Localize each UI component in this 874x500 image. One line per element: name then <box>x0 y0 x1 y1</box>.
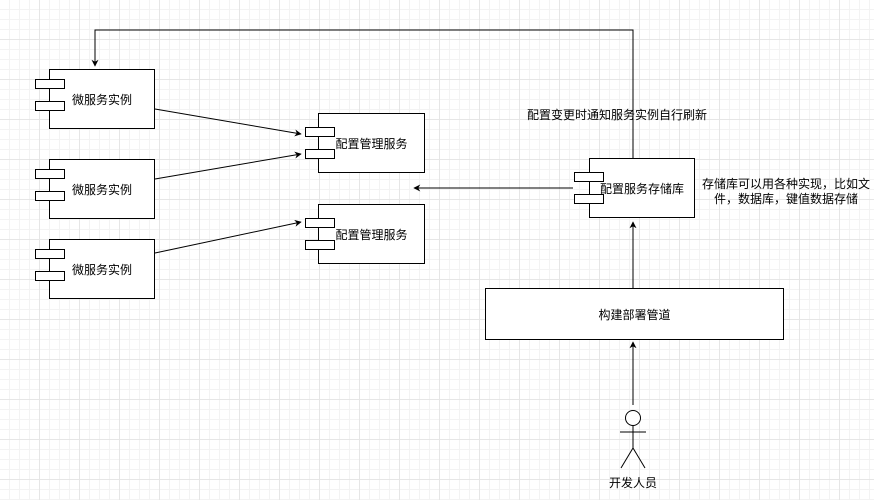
repository-note-line-1: 存储库可以用各种实现，比如文 <box>701 177 870 191</box>
component-tab-icon <box>305 240 335 250</box>
config-service-1-label: 配置管理服务 <box>335 136 408 151</box>
config-service-2[interactable]: 配置管理服务 <box>318 204 425 264</box>
edge-ms3-to-cfg2 <box>154 219 302 254</box>
microservice-instance-3[interactable]: 微服务实例 <box>49 239 155 299</box>
component-tab-icon <box>35 249 65 259</box>
component-tab-icon <box>35 271 65 281</box>
edge-ms2-to-cfg1 <box>154 151 302 180</box>
component-tab-icon <box>35 191 65 201</box>
microservice-instance-2[interactable]: 微服务实例 <box>49 159 155 219</box>
repository-note-line-2: 件，数据库，键值数据存储 <box>713 192 858 206</box>
component-tab-icon <box>574 194 604 204</box>
microservice-instance-3-label: 微服务实例 <box>71 262 132 277</box>
component-tab-icon <box>305 149 335 159</box>
component-tab-icon <box>35 101 65 111</box>
component-tab-icon <box>574 172 604 182</box>
notify-annotation: 配置变更时通知服务实例自行刷新 <box>527 108 708 122</box>
component-tab-icon <box>305 218 335 228</box>
component-tab-icon <box>305 127 335 137</box>
component-tab-icon <box>35 79 65 89</box>
component-tab-icon <box>35 169 65 179</box>
microservice-instance-1[interactable]: 微服务实例 <box>49 69 155 129</box>
build-deploy-pipeline[interactable]: 构建部署管道 <box>485 288 784 340</box>
config-service-1[interactable]: 配置管理服务 <box>318 113 425 173</box>
microservice-instance-2-label: 微服务实例 <box>71 182 132 197</box>
build-deploy-pipeline-label: 构建部署管道 <box>598 307 671 322</box>
edge-ms1-to-cfg1 <box>154 108 302 137</box>
config-repository-label: 配置服务存储库 <box>599 181 684 196</box>
edge-repo-notify-ms <box>91 29 634 158</box>
config-service-2-label: 配置管理服务 <box>335 227 408 242</box>
microservice-instance-1-label: 微服务实例 <box>71 92 132 107</box>
developer-actor-icon <box>620 410 646 469</box>
config-repository[interactable]: 配置服务存储库 <box>589 158 695 218</box>
developer-label: 开发人员 <box>608 476 657 490</box>
repository-note: 存储库可以用各种实现，比如文 件，数据库，键值数据存储 <box>700 177 872 207</box>
